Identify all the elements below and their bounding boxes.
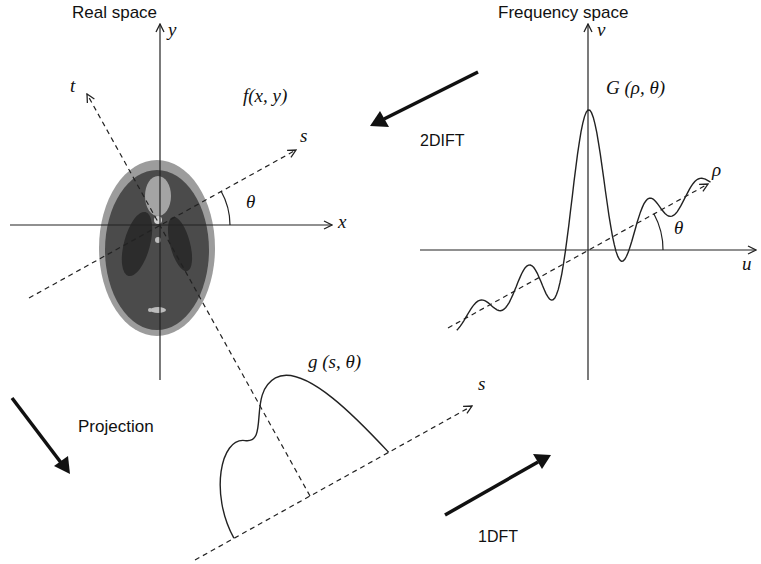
function-label: G (ρ, θ) — [606, 78, 665, 99]
operation-label: Projection — [78, 418, 154, 437]
real-axes — [10, 24, 332, 496]
process-arrows — [12, 72, 551, 515]
angle-label: θ — [246, 192, 255, 213]
operation-label: 2DIFT — [420, 132, 464, 150]
projection-profile — [176, 347, 472, 560]
axis-label: t — [70, 76, 75, 97]
panel-title: Frequency space — [498, 4, 628, 23]
axis-label: u — [742, 254, 752, 275]
axis-label: s — [300, 126, 307, 147]
operation-label: 1DFT — [478, 528, 518, 546]
function-label: g (s, θ) — [308, 352, 361, 373]
spectrum-curve — [457, 110, 711, 330]
axis-label: s — [478, 374, 485, 395]
panel-title: Real space — [72, 4, 157, 23]
axis-label: v — [597, 20, 605, 41]
angle-label: θ — [674, 218, 683, 239]
axis-label: x — [338, 212, 346, 233]
function-label: f(x, y) — [243, 86, 287, 107]
axis-label: y — [168, 20, 176, 41]
axis-label: ρ — [712, 160, 721, 181]
phantom — [99, 160, 215, 336]
